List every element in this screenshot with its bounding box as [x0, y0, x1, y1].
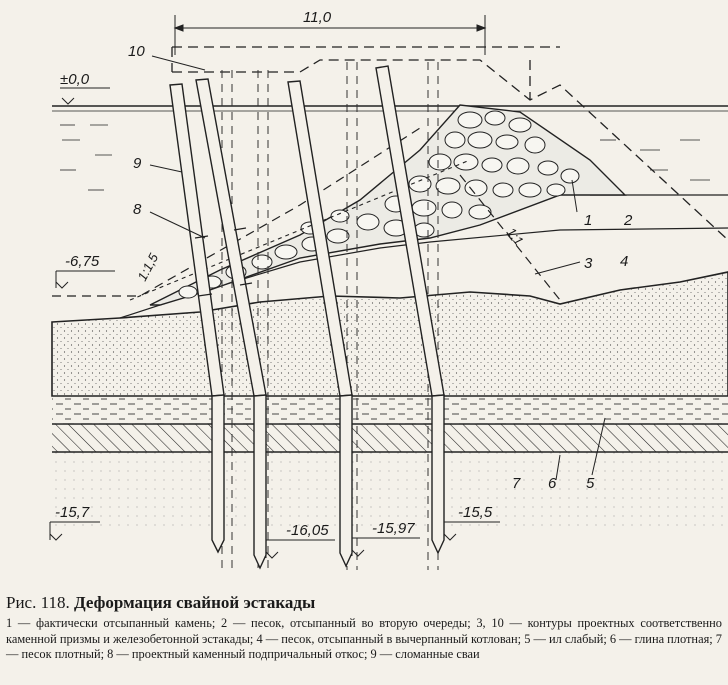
elevation-marks — [49, 87, 500, 559]
callout-4: 4 — [620, 253, 628, 270]
elevation-zero-label: ±0,0 — [60, 71, 90, 88]
pile-2 — [195, 78, 267, 570]
layer-weak-silt — [52, 395, 728, 424]
design-stone-prism-contour — [52, 127, 561, 301]
elevation-minus-16-05-label: -16,05 — [286, 522, 329, 539]
elevation-minus-15-7-label: -15,7 — [55, 504, 90, 521]
pile-1 — [169, 83, 225, 554]
callout-7: 7 — [512, 475, 521, 492]
figure-legend: 1 — фактически отсыпанный камень; 2 — пе… — [6, 616, 722, 661]
pile-3 — [287, 80, 353, 568]
callout-10: 10 — [128, 43, 145, 60]
elevation-minus-6-75-label: -6,75 — [65, 253, 100, 270]
slope-left-label: 1:1,5 — [134, 250, 161, 283]
callout-5: 5 — [586, 475, 595, 492]
callout-1: 1 — [584, 212, 592, 229]
pile-break-marks — [194, 227, 253, 297]
slope-right-label: 1:1 — [504, 225, 527, 248]
design-stone-slope — [129, 159, 471, 301]
figure-caption: Рис. 118. Деформация свайной эстакады 1 … — [6, 592, 722, 663]
layer-sand-in-pit — [51, 271, 728, 397]
width-dimension — [173, 15, 487, 55]
callout-6: 6 — [548, 475, 557, 492]
stone-fill — [149, 104, 627, 306]
design-trestle-contour — [171, 46, 728, 241]
design-pile-axes — [221, 62, 439, 570]
figure-title: Деформация свайной эстакады — [73, 593, 316, 612]
figure-number: Рис. 118. — [6, 593, 70, 612]
elevation-minus-15-97-label: -15,97 — [372, 520, 415, 537]
pile-4 — [375, 65, 445, 555]
layer-dense-sand — [52, 452, 728, 532]
callout-2: 2 — [623, 212, 633, 229]
caption-title-line: Рис. 118. Деформация свайной эстакады — [6, 592, 722, 614]
callout-8: 8 — [133, 201, 142, 218]
elevation-minus-15-5-label: -15,5 — [458, 504, 493, 521]
callout-leaders — [149, 55, 606, 481]
callout-3: 3 — [584, 255, 593, 272]
callout-9: 9 — [133, 155, 142, 172]
pile-trestle-deformation-diagram: 11,0 — [49, 9, 728, 570]
width-dimension-label: 11,0 — [303, 9, 332, 26]
layer-dense-clay — [52, 423, 728, 453]
